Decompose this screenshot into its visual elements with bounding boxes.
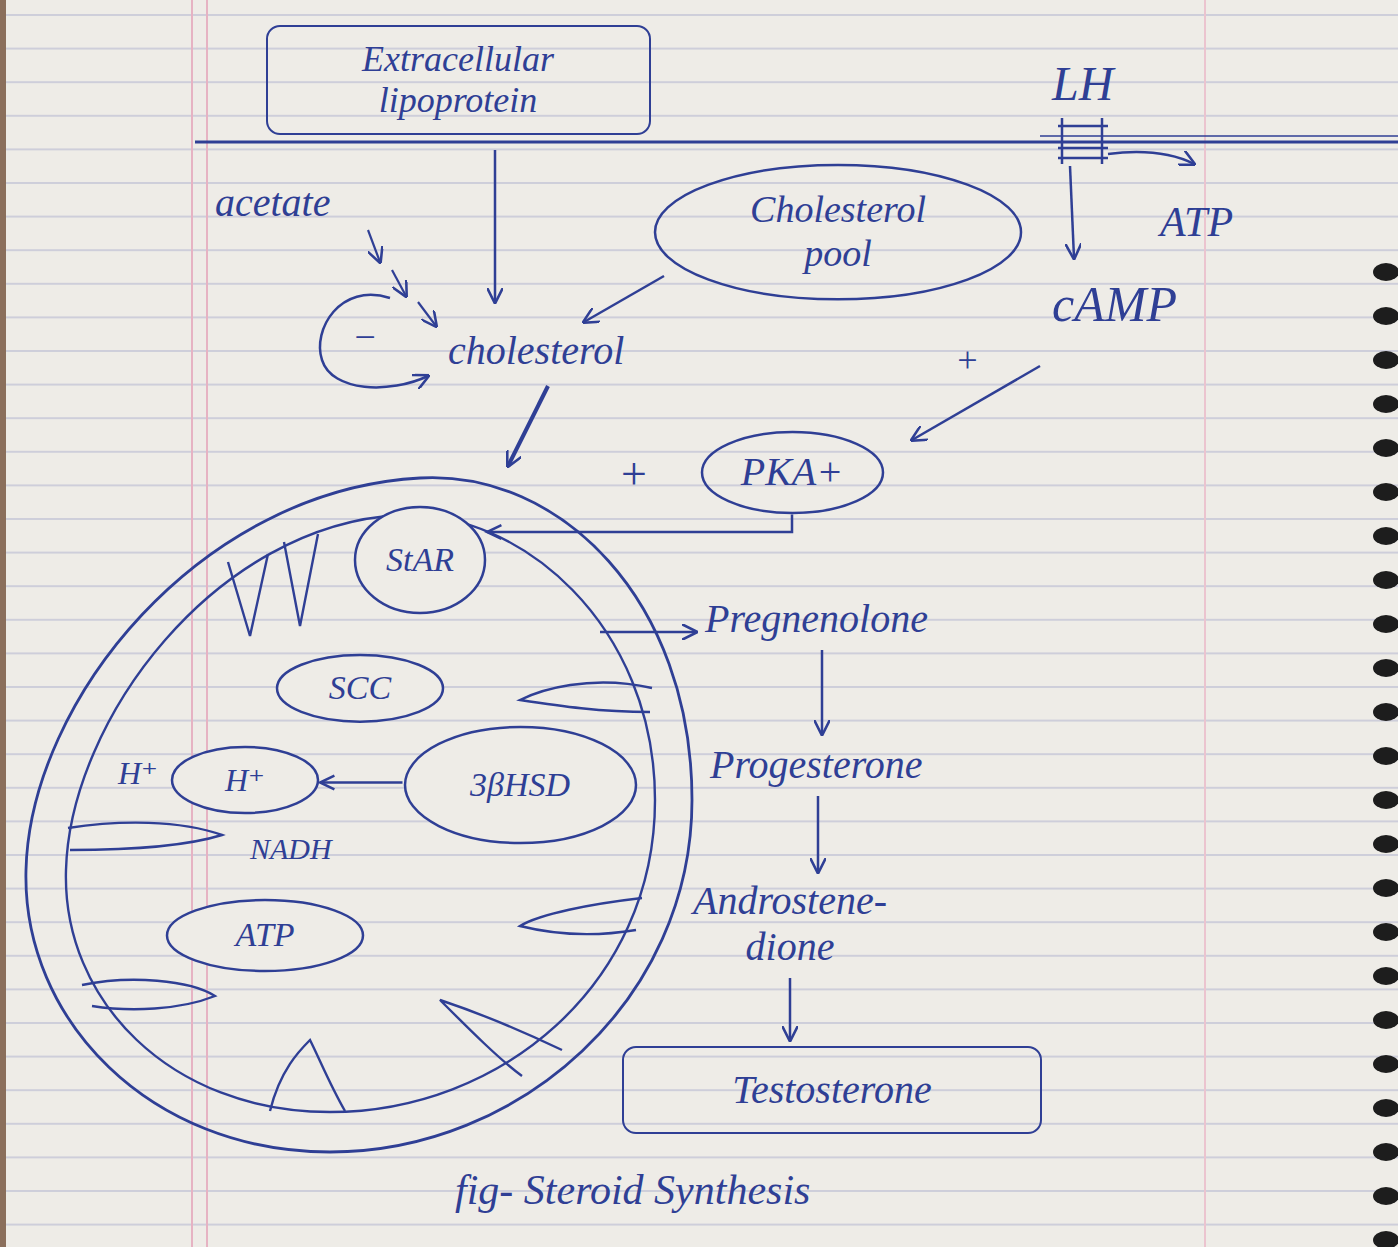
mitochondrion xyxy=(26,478,692,1152)
crista xyxy=(520,898,642,934)
pathway-arrow xyxy=(821,650,824,734)
receptor-bar xyxy=(1058,157,1108,160)
pool-arrow xyxy=(584,276,664,322)
crista xyxy=(228,554,268,636)
crista xyxy=(68,823,222,850)
lh-receptor xyxy=(1058,118,1108,164)
crista-loop: ATP xyxy=(165,898,365,973)
connector-arrow xyxy=(487,515,792,533)
spiral-binding xyxy=(1362,252,1398,1247)
ellipse-shape xyxy=(405,727,636,843)
product-box: Testosterone xyxy=(622,1046,1042,1134)
molecule-label: NADH xyxy=(250,832,332,867)
transport-arrow xyxy=(508,386,548,466)
enzyme-ellipse: 3βHSD xyxy=(403,725,638,845)
outer-membrane xyxy=(26,478,692,1152)
margin-line xyxy=(206,0,208,1247)
synthesis-arrow xyxy=(418,302,436,326)
lipoprotein-box: Extracellular lipoprotein xyxy=(266,25,651,135)
receptor-bar xyxy=(1058,125,1108,128)
receptor-bar xyxy=(1101,118,1104,164)
margin-line xyxy=(1204,0,1206,1247)
molecule-label: ATP xyxy=(1160,198,1233,246)
crista xyxy=(440,1000,562,1076)
ellipse-shape xyxy=(167,900,363,971)
connector-arrow xyxy=(320,781,403,784)
cell-membrane xyxy=(195,141,1398,144)
cell-membrane xyxy=(1040,135,1398,137)
figure-caption: fig- Steroid Synthesis xyxy=(455,1166,810,1214)
node-text: StAR xyxy=(386,540,454,579)
node-text: Cholesterol pool xyxy=(723,188,953,275)
ellipse-shape xyxy=(655,165,1021,299)
node-text: PKA+ xyxy=(741,449,844,495)
arrow-head xyxy=(320,776,334,790)
crista xyxy=(520,683,652,712)
connector-group xyxy=(487,515,792,539)
arrow-head xyxy=(487,525,501,539)
node-text: H⁺ xyxy=(225,762,265,799)
kinase-ellipse: PKA+ xyxy=(700,430,885,515)
feedback-loop xyxy=(320,295,428,388)
ellipse-shape xyxy=(702,432,883,513)
signal-arrow xyxy=(1070,166,1074,258)
page-edge xyxy=(0,0,6,1247)
node-text: 3βHSD xyxy=(470,765,570,804)
ellipse-shape xyxy=(172,747,318,813)
signal-arrow xyxy=(1108,152,1194,164)
node-text: Extracellular lipoprotein xyxy=(308,39,608,122)
pathway-arrow xyxy=(600,631,696,634)
uptake-arrow xyxy=(494,150,497,302)
cholesterol-pool: Cholesterol pool xyxy=(653,163,1023,301)
connector-group xyxy=(320,776,403,790)
inner-membrane xyxy=(66,515,655,1112)
node-text: ATP xyxy=(235,915,294,954)
hormone-label: Pregnenolone xyxy=(705,596,928,642)
crista xyxy=(270,1040,345,1111)
pathway-arrow xyxy=(789,978,792,1040)
enzyme-ellipse: SCC xyxy=(275,653,445,724)
receptor-bar xyxy=(1061,118,1064,164)
activation-sign: + xyxy=(955,340,979,381)
pathway-arrow xyxy=(817,796,820,872)
protein-ellipse: StAR xyxy=(353,505,487,615)
ellipse-shape xyxy=(277,655,443,722)
inhibition-sign: − xyxy=(352,316,378,360)
activation-sign: + xyxy=(618,448,649,501)
hormone-label: Androstene- dione xyxy=(660,878,920,970)
ellipse-shape xyxy=(355,507,485,613)
crista xyxy=(284,534,318,626)
messenger-label: cAMP xyxy=(1052,276,1177,334)
node-text: Testosterone xyxy=(732,1067,931,1113)
synthesis-arrow xyxy=(392,270,406,296)
ion-label: H⁺ xyxy=(118,755,158,792)
substrate-label: acetate xyxy=(215,180,331,226)
synthesis-arrow xyxy=(368,230,380,262)
receptor-bar xyxy=(1058,147,1108,150)
crista xyxy=(82,980,215,1009)
crista-loop: H⁺ xyxy=(170,745,320,815)
molecule-label: cholesterol xyxy=(448,328,624,374)
node-text: SCC xyxy=(329,668,391,707)
hormone-label: Progesterone xyxy=(710,742,923,788)
margin-line xyxy=(191,0,193,1247)
hormone-label: LH xyxy=(1052,56,1113,111)
